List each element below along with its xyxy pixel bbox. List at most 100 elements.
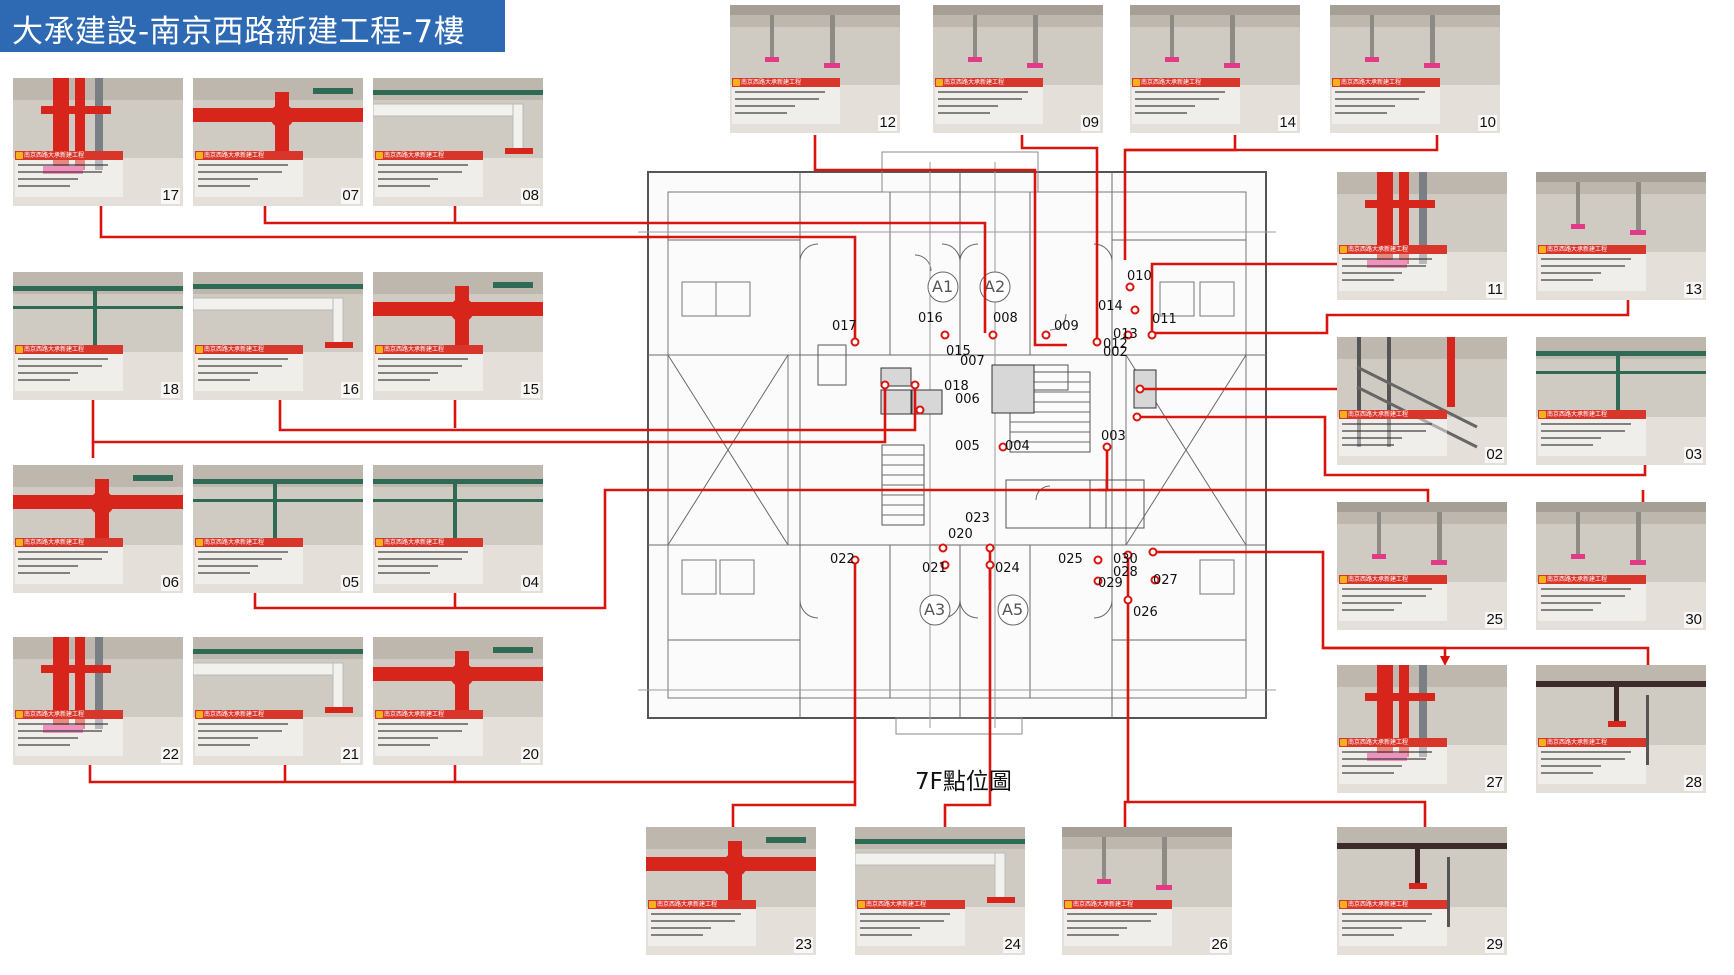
company-logo-icon bbox=[1340, 411, 1347, 418]
photo-number: 14 bbox=[1278, 114, 1297, 131]
point-label-016: 016 bbox=[918, 311, 943, 326]
company-logo-icon bbox=[1539, 411, 1546, 418]
photo-number: 27 bbox=[1485, 774, 1504, 791]
point-label-009: 009 bbox=[1054, 319, 1079, 334]
photo-stamp: 南京西路大承新建工程 bbox=[195, 710, 303, 756]
photo-stamp: 南京西路大承新建工程 bbox=[15, 151, 123, 197]
photo-stamp-title: 南京西路大承新建工程 bbox=[1064, 900, 1172, 909]
photo-number: 28 bbox=[1684, 774, 1703, 791]
photo-stamp-title: 南京西路大承新建工程 bbox=[1339, 738, 1447, 747]
point-label-018: 018 bbox=[944, 379, 969, 394]
photo-thumbnail[interactable]: 南京西路大承新建工程 10 bbox=[1330, 5, 1500, 133]
company-logo-icon bbox=[1340, 246, 1347, 253]
photo-number: 25 bbox=[1485, 611, 1504, 628]
photo-number: 24 bbox=[1003, 936, 1022, 953]
leader-lines bbox=[88, 135, 1650, 848]
photo-stamp: 南京西路大承新建工程 bbox=[1538, 245, 1646, 291]
photo-stamp: 南京西路大承新建工程 bbox=[1132, 78, 1240, 124]
page-title: 大承建設-南京西路新建工程-7樓 bbox=[12, 14, 466, 50]
point-label-011: 011 bbox=[1152, 312, 1177, 327]
point-label-020: 020 bbox=[948, 527, 973, 542]
photo-stamp: 南京西路大承新建工程 bbox=[15, 345, 123, 391]
photo-thumbnail[interactable]: 南京西路大承新建工程 14 bbox=[1130, 5, 1300, 133]
photo-thumbnail[interactable]: 南京西路大承新建工程 18 bbox=[13, 272, 183, 400]
photo-number: 18 bbox=[161, 381, 180, 398]
title-bar: 大承建設-南京西路新建工程-7樓 bbox=[0, 0, 505, 52]
point-label-008: 008 bbox=[993, 311, 1018, 326]
photo-stamp-title: 南京西路大承新建工程 bbox=[195, 151, 303, 160]
room-labels: A1 A2 A3 A5 bbox=[919, 271, 1029, 626]
photo-stamp: 南京西路大承新建工程 bbox=[1538, 410, 1646, 456]
photo-thumbnail[interactable]: 南京西路大承新建工程 27 bbox=[1337, 665, 1507, 793]
photo-stamp-title: 南京西路大承新建工程 bbox=[375, 345, 483, 354]
point-label-024: 024 bbox=[995, 561, 1020, 576]
company-logo-icon bbox=[16, 711, 23, 718]
company-logo-icon bbox=[16, 152, 23, 159]
photo-stamp: 南京西路大承新建工程 bbox=[1538, 575, 1646, 621]
point-label-010: 010 bbox=[1127, 269, 1152, 284]
company-logo-icon bbox=[16, 539, 23, 546]
photo-number: 13 bbox=[1684, 281, 1703, 298]
photo-stamp: 南京西路大承新建工程 bbox=[857, 900, 965, 946]
photo-number: 10 bbox=[1478, 114, 1497, 131]
plan-caption: 7F點位圖 bbox=[915, 769, 1012, 795]
photo-stamp: 南京西路大承新建工程 bbox=[1339, 410, 1447, 456]
photo-number: 11 bbox=[1486, 281, 1504, 298]
point-label-006: 006 bbox=[955, 392, 980, 407]
point-label-007: 007 bbox=[960, 354, 985, 369]
point-label-021: 021 bbox=[922, 561, 947, 576]
point-label-005: 005 bbox=[955, 439, 980, 454]
photo-stamp: 南京西路大承新建工程 bbox=[195, 151, 303, 197]
photo-stamp-title: 南京西路大承新建工程 bbox=[15, 345, 123, 354]
photo-stamp: 南京西路大承新建工程 bbox=[732, 78, 840, 124]
photo-number: 29 bbox=[1485, 936, 1504, 953]
point-label-012: 012 bbox=[1103, 337, 1128, 352]
photo-thumbnail[interactable]: 南京西路大承新建工程 24 bbox=[855, 827, 1025, 955]
photo-stamp-title: 南京西路大承新建工程 bbox=[375, 151, 483, 160]
company-logo-icon bbox=[1539, 739, 1546, 746]
photo-thumbnail[interactable]: 南京西路大承新建工程 13 bbox=[1536, 172, 1706, 300]
photo-stamp: 南京西路大承新建工程 bbox=[1332, 78, 1440, 124]
point-label-013: 013 bbox=[1113, 327, 1138, 342]
company-logo-icon bbox=[1340, 901, 1347, 908]
point-label-025: 025 bbox=[1058, 552, 1083, 567]
point-markers bbox=[850, 282, 1160, 605]
photo-number: 17 bbox=[161, 187, 180, 204]
company-logo-icon bbox=[196, 539, 203, 546]
company-logo-icon bbox=[196, 152, 203, 159]
room-label-a1: A1 bbox=[932, 277, 953, 296]
photo-stamp: 南京西路大承新建工程 bbox=[375, 151, 483, 197]
photo-stamp-title: 南京西路大承新建工程 bbox=[375, 538, 483, 547]
company-logo-icon bbox=[376, 711, 383, 718]
company-logo-icon bbox=[1340, 739, 1347, 746]
photo-thumbnail[interactable]: 南京西路大承新建工程 17 bbox=[13, 78, 183, 206]
point-label-027: 027 bbox=[1153, 573, 1178, 588]
photo-stamp-title: 南京西路大承新建工程 bbox=[648, 900, 756, 909]
photo-stamp-title: 南京西路大承新建工程 bbox=[195, 345, 303, 354]
photo-stamp: 南京西路大承新建工程 bbox=[15, 710, 123, 756]
point-label-022: 022 bbox=[830, 552, 855, 567]
point-label-015: 015 bbox=[946, 344, 971, 359]
